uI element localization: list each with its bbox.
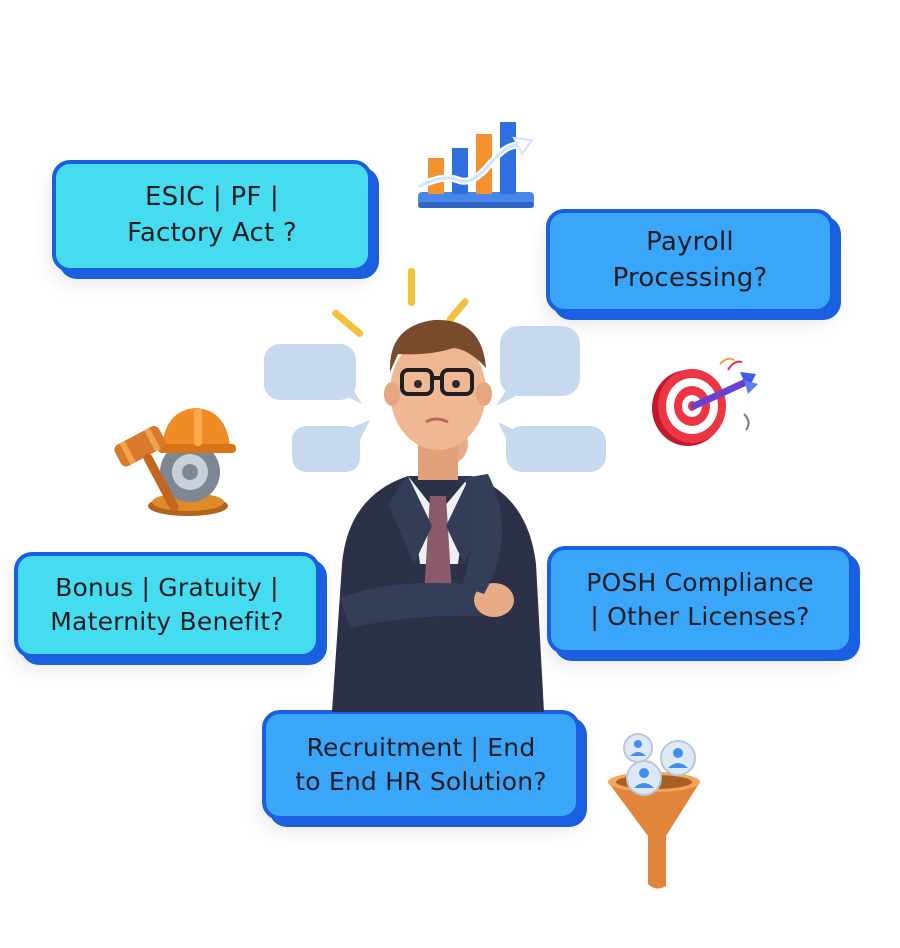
chat-bubble-icon: [292, 420, 370, 472]
bubble-text-line: Factory Act ?: [127, 218, 297, 248]
chat-bubble-icon: [496, 326, 580, 406]
bubble-text-line: Bonus | Gratuity |: [55, 572, 279, 602]
bonus-gratuity-bubble: Bonus | Gratuity | Maternity Benefit?: [14, 552, 320, 658]
bubble-text-line: ESIC | PF |: [145, 182, 279, 213]
idea-ray-icon: [408, 268, 415, 306]
payroll-bubble: Payroll Processing?: [546, 209, 834, 313]
people-funnel-icon: [608, 733, 700, 889]
gavel-hardhat-icon: [114, 408, 236, 516]
idea-ray-icon: [446, 298, 469, 324]
bubble-text-line: Recruitment | End: [306, 732, 536, 762]
recruitment-bubble: Recruitment | End to End HR Solution?: [262, 710, 580, 820]
esic-pf-bubble: ESIC | PF | Factory Act ?: [52, 160, 372, 272]
bubble-text-line: Maternity Benefit?: [50, 607, 284, 636]
chat-bubble-icon: [264, 344, 362, 404]
target-arrow-icon: [652, 357, 758, 446]
bubble-text-line: to End HR Solution?: [295, 767, 547, 796]
bubble-text-line: Processing?: [612, 263, 768, 293]
thinking-man-illustration: [264, 268, 606, 712]
bubble-text-line: | Other Licenses?: [590, 602, 810, 631]
bar-chart-icon: [416, 122, 534, 208]
chat-bubble-icon: [498, 422, 606, 472]
bubble-text-line: POSH Compliance: [586, 567, 814, 597]
bubble-text-line: Payroll: [646, 227, 734, 258]
posh-compliance-bubble: POSH Compliance | Other Licenses?: [547, 546, 853, 654]
idea-ray-icon: [332, 309, 364, 338]
